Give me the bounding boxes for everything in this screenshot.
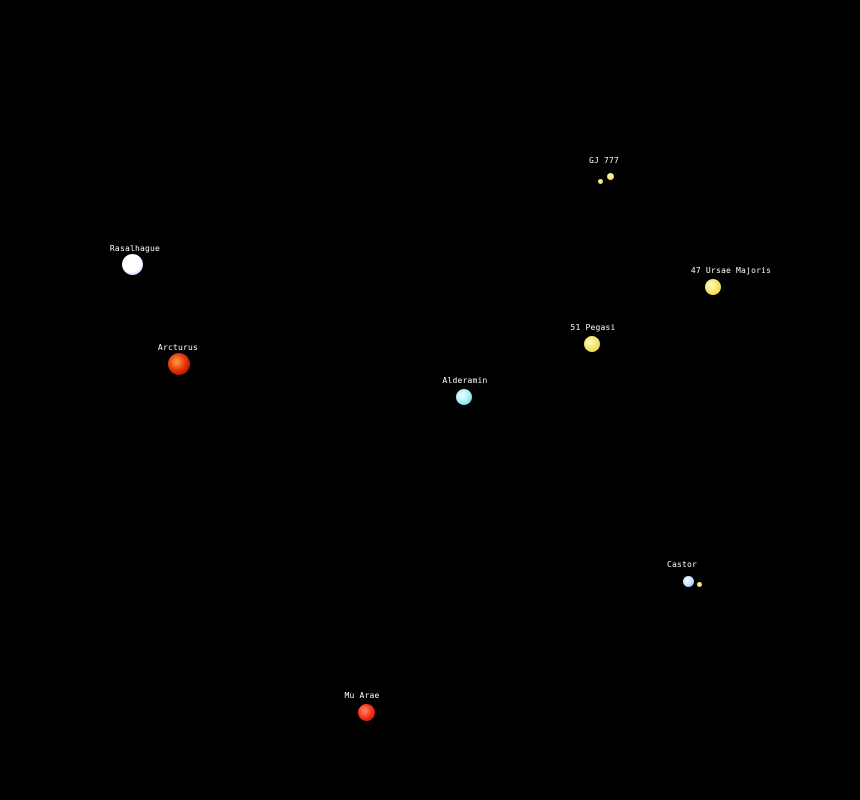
star-mu-arae[interactable] — [358, 704, 375, 721]
star-label-arcturus: Arcturus — [157, 343, 199, 352]
star-arcturus[interactable] — [168, 353, 190, 375]
star-label-51-pegasi: 51 Pegasi — [570, 323, 616, 332]
star-label-47-ursae-majoris: 47 Ursae Majoris — [690, 266, 772, 275]
star-label-castor: Castor — [666, 560, 698, 569]
star-gj-777[interactable] — [596, 172, 616, 186]
star-47-ursae-majoris[interactable] — [705, 279, 721, 295]
star-castor-secondary — [697, 582, 702, 587]
star-label-gj-777: GJ 777 — [588, 156, 620, 165]
star-castor-primary — [683, 576, 694, 587]
star-castor[interactable] — [682, 575, 706, 591]
star-alderamin[interactable] — [456, 389, 472, 405]
star-gj-777-secondary — [598, 179, 603, 184]
star-rasalhague[interactable] — [122, 254, 143, 275]
star-gj-777-primary — [607, 173, 614, 180]
star-label-rasalhague: Rasalhague — [109, 244, 161, 253]
star-label-mu-arae: Mu Arae — [344, 691, 380, 700]
star-51-pegasi[interactable] — [584, 336, 600, 352]
star-label-alderamin: Alderamin — [442, 376, 488, 385]
